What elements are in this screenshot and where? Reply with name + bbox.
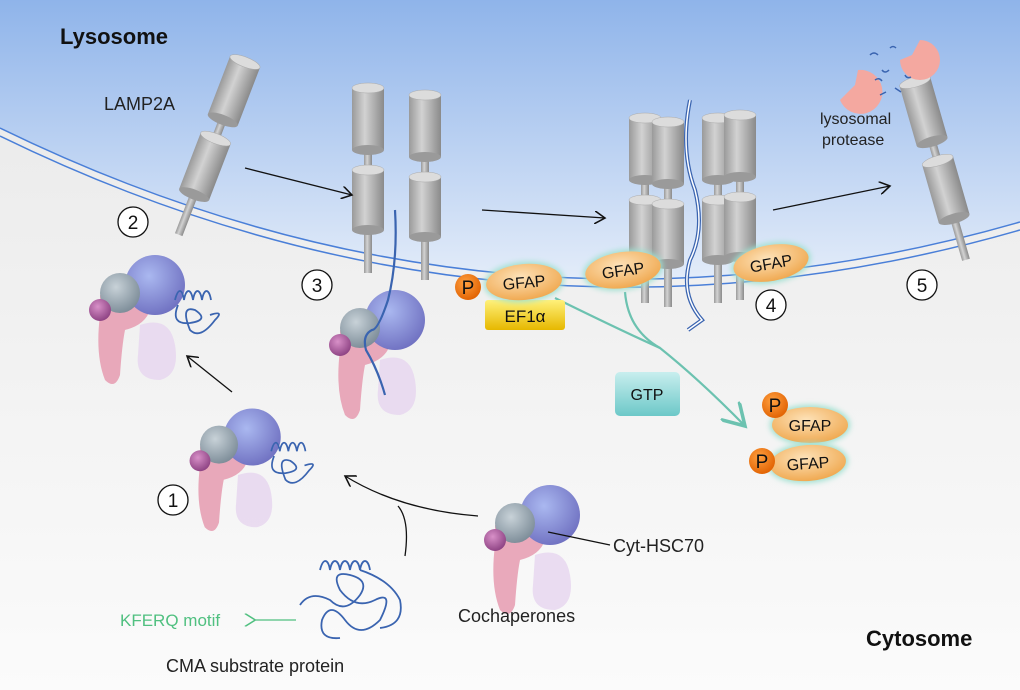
lamp2a-monomer-step5: [899, 75, 970, 261]
substrate-strand-step3: [363, 209, 397, 396]
cma-substrate-protein-icon: [299, 560, 402, 640]
gtp-label: GTP: [631, 387, 664, 404]
kferq-motif-label: KFERQ motif: [120, 611, 220, 630]
arrow-substrate-branch: [397, 505, 408, 557]
lysosomal-protease-icon: [840, 40, 940, 114]
gfap-phosphorylated-membrane: GFAP P: [455, 261, 564, 303]
substrate-strand-step4-inner: [685, 99, 704, 331]
step-4-marker: 4: [755, 289, 787, 321]
cyt-hsc70-label: Cyt-HSC70: [613, 536, 704, 556]
arrow-step4-to-5: [772, 186, 890, 211]
arrow-step1-to-2: [187, 356, 233, 393]
gtp-box: [615, 372, 680, 416]
cma-substrate-label: CMA substrate protein: [166, 656, 344, 676]
svg-text:2: 2: [128, 213, 139, 234]
gfap-label: GFAP: [601, 260, 646, 283]
cochaperones-label: Cochaperones: [458, 606, 575, 626]
chaperone-complex-step1: [189, 408, 314, 532]
step-3-marker: 3: [301, 269, 333, 301]
svg-text:P: P: [769, 396, 782, 417]
gfap-multimer-bound: GFAP: [731, 242, 811, 284]
phosphate-icon: P: [762, 392, 788, 418]
gfap-label: GFAP: [502, 273, 546, 294]
svg-text:P: P: [756, 452, 769, 473]
step-1-marker: 1: [157, 484, 189, 516]
gfap-phosphorylated-free-2: GFAP P: [749, 442, 848, 484]
lamp2a-label: LAMP2A: [104, 94, 175, 114]
lamp2a-monomer-step2: [174, 54, 261, 237]
lysosomal-protease-label-2: protease: [822, 132, 884, 149]
step-5-marker: 5: [906, 269, 938, 301]
ef1a-label: EF1α: [504, 307, 545, 326]
gfap-membrane: GFAP: [583, 249, 663, 291]
gfap-phosphorylated-free-1: GFAP P: [762, 392, 850, 445]
teal-arrow-branch: [623, 291, 661, 349]
phosphate-icon: P: [455, 274, 481, 300]
svg-text:4: 4: [766, 296, 777, 317]
chaperone-complex-step2: [89, 255, 220, 384]
lysosomal-protease-label-1: lysosomal: [820, 111, 891, 128]
arrow-step3-to-4: [481, 209, 605, 218]
gfap-label: GFAP: [786, 455, 830, 475]
cyt-hsc70-cochaperone-complex: [484, 485, 580, 614]
svg-text:5: 5: [917, 276, 928, 297]
svg-text:1: 1: [168, 491, 179, 512]
ef1a-box: [485, 300, 565, 330]
arrow-step2-to-3: [244, 167, 352, 195]
lamp2a-multimer-step4-b: [651, 116, 685, 307]
cytosome-label: Cytosome: [866, 626, 972, 651]
svg-text:3: 3: [312, 276, 323, 297]
chaperone-complex-step3: [329, 290, 425, 419]
lamp2a-dimer-step3-a: [351, 82, 385, 273]
pointer-cyt-hsc70: [547, 531, 611, 546]
phosphate-icon: P: [749, 448, 775, 474]
arrow-binding-to-step1: [345, 476, 479, 517]
lamp2a-dimer-step3-b: [408, 89, 442, 280]
gfap-label: GFAP: [789, 418, 832, 435]
step-2-marker: 2: [117, 206, 149, 238]
svg-text:P: P: [462, 278, 475, 299]
lysosome-label: Lysosome: [60, 24, 168, 49]
